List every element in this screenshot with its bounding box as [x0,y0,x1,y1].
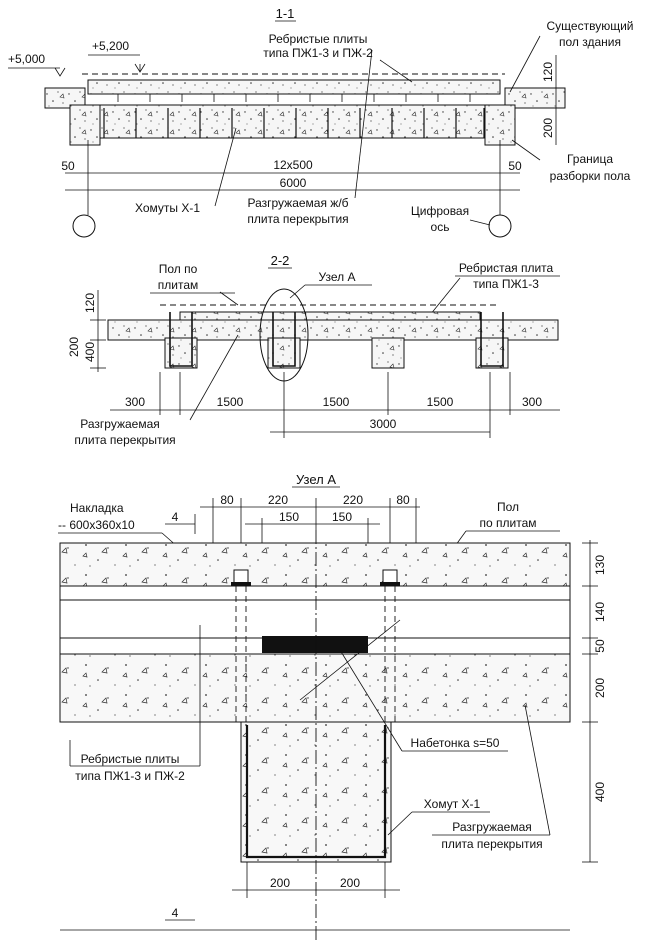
dim-50-left: 50 [61,159,75,173]
level-5200: +5,200 [92,39,129,53]
stirrups [103,108,485,138]
dim-300-left-s2: 300 [125,395,145,409]
dim-140: 140 [593,602,607,622]
dim-200-a: 200 [593,678,607,698]
floor-topping [59,542,571,587]
level-marks: +5,000 +5,200 [8,39,146,77]
dim-300-right-s2: 300 [522,395,542,409]
node-a-label-s2: Узел А [319,270,356,284]
digital-axis-line1: Цифровая [411,204,469,218]
ribbed-slabs-label: Ребристые плиты [269,32,368,46]
dim-200-s2: 200 [67,337,81,357]
ribbed-slab-1 [87,79,501,95]
ribs [117,94,471,102]
stirrups-label: Хомуты Х-1 [135,201,200,215]
unloaded-slab-1 [69,104,516,139]
floor-line2-a: по плитам [480,516,537,530]
dim-80-right: 80 [396,493,410,507]
digital-axis-line2: ось [431,220,450,234]
dim-220-right: 220 [343,493,363,507]
dim-12x500: 12x500 [273,158,313,172]
dim-120-s1: 120 [541,62,555,82]
dim-6000: 6000 [280,176,307,190]
dim-50: 50 [593,639,607,653]
ribbed-slabs-line1-a: Ребристые плиты [81,752,180,766]
unloaded-slab-label2: плита перекрытия [247,212,348,226]
section-2-2-title: 2-2 [271,253,290,268]
section-2-2: 2-2 Пол по плитам Узел А Ребристая плита… [67,253,560,447]
node-a-detail: Узел А Накладка -- 600x360x10 4 80 220 2… [58,472,607,940]
floor-line1-a: Пол [497,500,519,514]
ribbed-slab-s2: Ребристая плита [459,261,554,275]
dim-400-s2: 400 [83,342,97,362]
ribbed-slab-type-s2: типа ПЖ1-3 [473,277,539,291]
existing-floor-line2: пол здания [559,35,621,49]
dim-200-bottom-left: 200 [270,876,290,890]
axis-circle-right [488,214,512,238]
level-5000: +5,000 [8,52,45,66]
section-mark-bottom: 4 [172,906,179,920]
unloaded-line2-a: плита перекрытия [441,837,542,851]
section-mark-top: 4 [172,510,179,524]
node-a-title: Узел А [296,472,336,487]
boundary-line2: разборки пола [550,169,631,183]
ribbed-slabs-type: типа ПЖ1-3 и ПЖ-2 [263,46,373,60]
dim-120-s2: 120 [83,293,97,313]
dim-1500-b: 1500 [323,395,350,409]
shim-label: Набетонка s=50 [411,736,500,750]
section-1-1-title: 1-1 [276,6,295,21]
dim-150-left: 150 [279,510,299,524]
plate-line2: -- 600x360x10 [58,518,135,532]
axis-circle-left [72,214,96,238]
unloaded-slab-label1: Разгружаемая ж/б [247,196,348,210]
boundary-line1: Граница [567,152,613,166]
concrete-shim [262,636,368,653]
dim-200-s1: 200 [541,118,555,138]
dim-1500-a: 1500 [217,395,244,409]
stirrup-label-a: Хомут Х-1 [424,797,481,811]
plate-line1: Накладка [70,501,124,515]
dim-200-bottom-right: 200 [340,876,360,890]
unloaded-line1-a: Разгружаемая [452,820,532,834]
unloaded-line2-s2: плита перекрытия [74,433,175,447]
dim-150-right: 150 [332,510,352,524]
dim-3000: 3000 [370,417,397,431]
existing-floor-line1: Существующий [547,19,634,33]
dim-130: 130 [593,555,607,575]
section-1-1: 1-1 +5,000 [8,6,634,238]
ribbed-slabs-line2-a: типа ПЖ1-3 и ПЖ-2 [75,769,185,783]
dim-50-right: 50 [508,159,522,173]
unloaded-line1-s2: Разгружаемая [80,417,160,431]
unloaded-slab-s2 [107,319,559,341]
floor-line1-s2: Пол по [159,262,198,276]
dim-80-left: 80 [220,493,234,507]
dim-220-left: 220 [268,493,288,507]
dim-400-a: 400 [593,782,607,802]
dim-1500-c: 1500 [427,395,454,409]
floor-line2-s2: плитам [158,278,199,292]
